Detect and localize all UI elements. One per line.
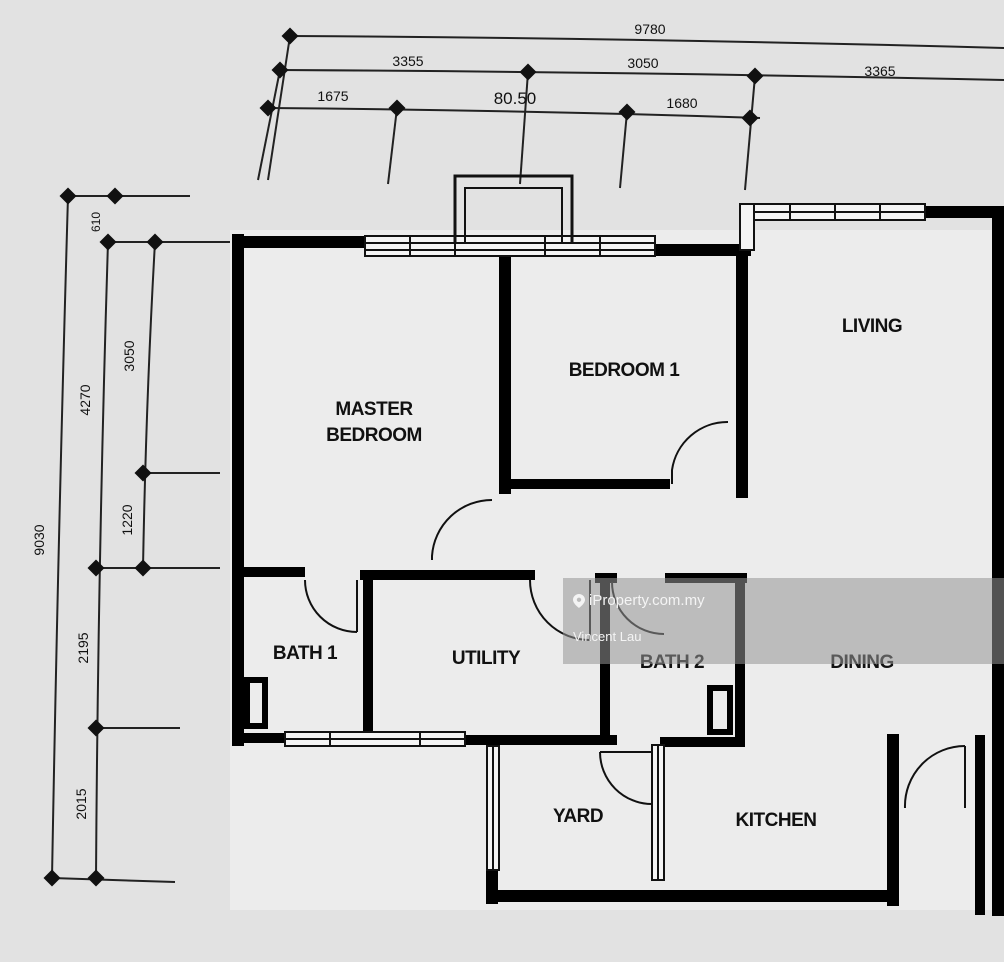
dim-top-row2-2: 3050 <box>627 55 658 71</box>
dim-top-row2-1: 3355 <box>392 53 423 69</box>
top-dimension-labels: 9780 3355 3050 3365 1675 80.50 1680 <box>317 21 895 111</box>
left-dimension-lines <box>51 195 230 883</box>
dim-left-inner-2: 1220 <box>119 504 135 535</box>
room-utility-label: UTILITY <box>452 648 521 669</box>
location-pin-icon <box>573 593 585 608</box>
dim-top-overall: 9780 <box>634 21 665 37</box>
dim-top-row2-3: 3365 <box>864 63 895 79</box>
dim-left-outer-3: 2195 <box>75 632 91 663</box>
room-living-label: LIVING <box>842 316 902 337</box>
watermark-banner: iProperty.com.my Vincent Lau <box>563 578 1004 664</box>
watermark-author: Vincent Lau <box>573 629 642 644</box>
windows <box>284 174 926 881</box>
room-labels: MASTER BEDROOM BEDROOM 1 LIVING BATH 1 U… <box>273 316 903 831</box>
room-bedroom1-label: BEDROOM 1 <box>569 360 681 381</box>
dim-top-row3-2: 80.50 <box>494 89 537 108</box>
room-master-label-line1: MASTER <box>335 399 413 420</box>
dim-left-outer-1: 610 <box>89 212 103 232</box>
walls <box>232 206 1004 916</box>
left-dimension-labels: 9030 610 4270 2195 2015 3050 1220 <box>31 212 137 820</box>
room-yard-label: YARD <box>553 806 603 827</box>
dim-left-overall: 9030 <box>31 524 47 555</box>
dim-left-outer-4: 2015 <box>73 788 89 819</box>
room-bath1-label: BATH 1 <box>273 643 338 664</box>
dim-top-row3-3: 1680 <box>666 95 697 111</box>
top-dimension-ticks <box>259 27 764 127</box>
dim-left-outer-2: 4270 <box>77 384 93 415</box>
dim-top-row3-1: 1675 <box>317 88 348 104</box>
watermark-logo: iProperty.com.my <box>573 592 705 609</box>
room-master-label-line2: BEDROOM <box>326 425 422 446</box>
room-kitchen-label: KITCHEN <box>736 810 817 831</box>
dim-left-inner-1: 3050 <box>121 340 137 371</box>
watermark-site: iProperty.com.my <box>589 592 705 609</box>
top-dimension-lines <box>257 35 1004 191</box>
